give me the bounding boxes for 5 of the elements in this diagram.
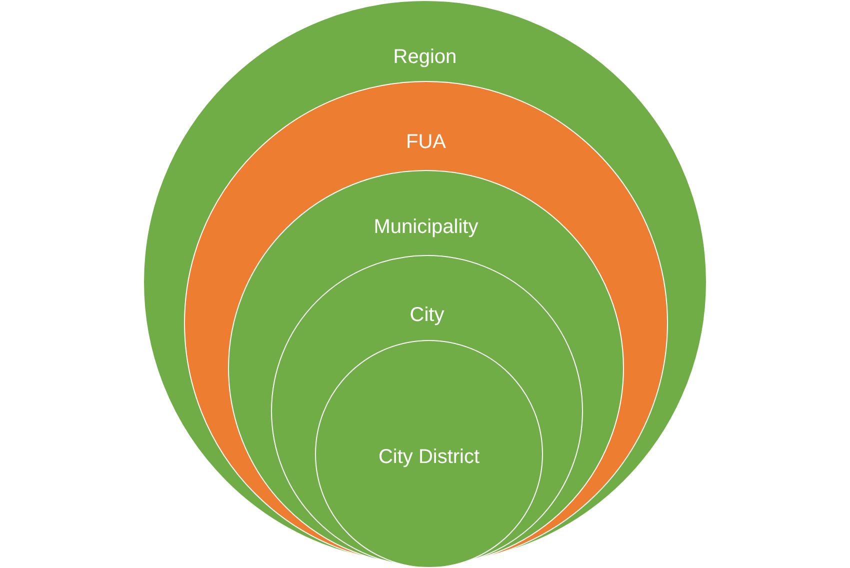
circle-label: FUA xyxy=(406,130,446,154)
circle-label: City District xyxy=(378,444,480,468)
circle-label: Region xyxy=(393,44,457,68)
circle-label: City xyxy=(410,302,444,326)
circle-label: Municipality xyxy=(374,214,478,238)
